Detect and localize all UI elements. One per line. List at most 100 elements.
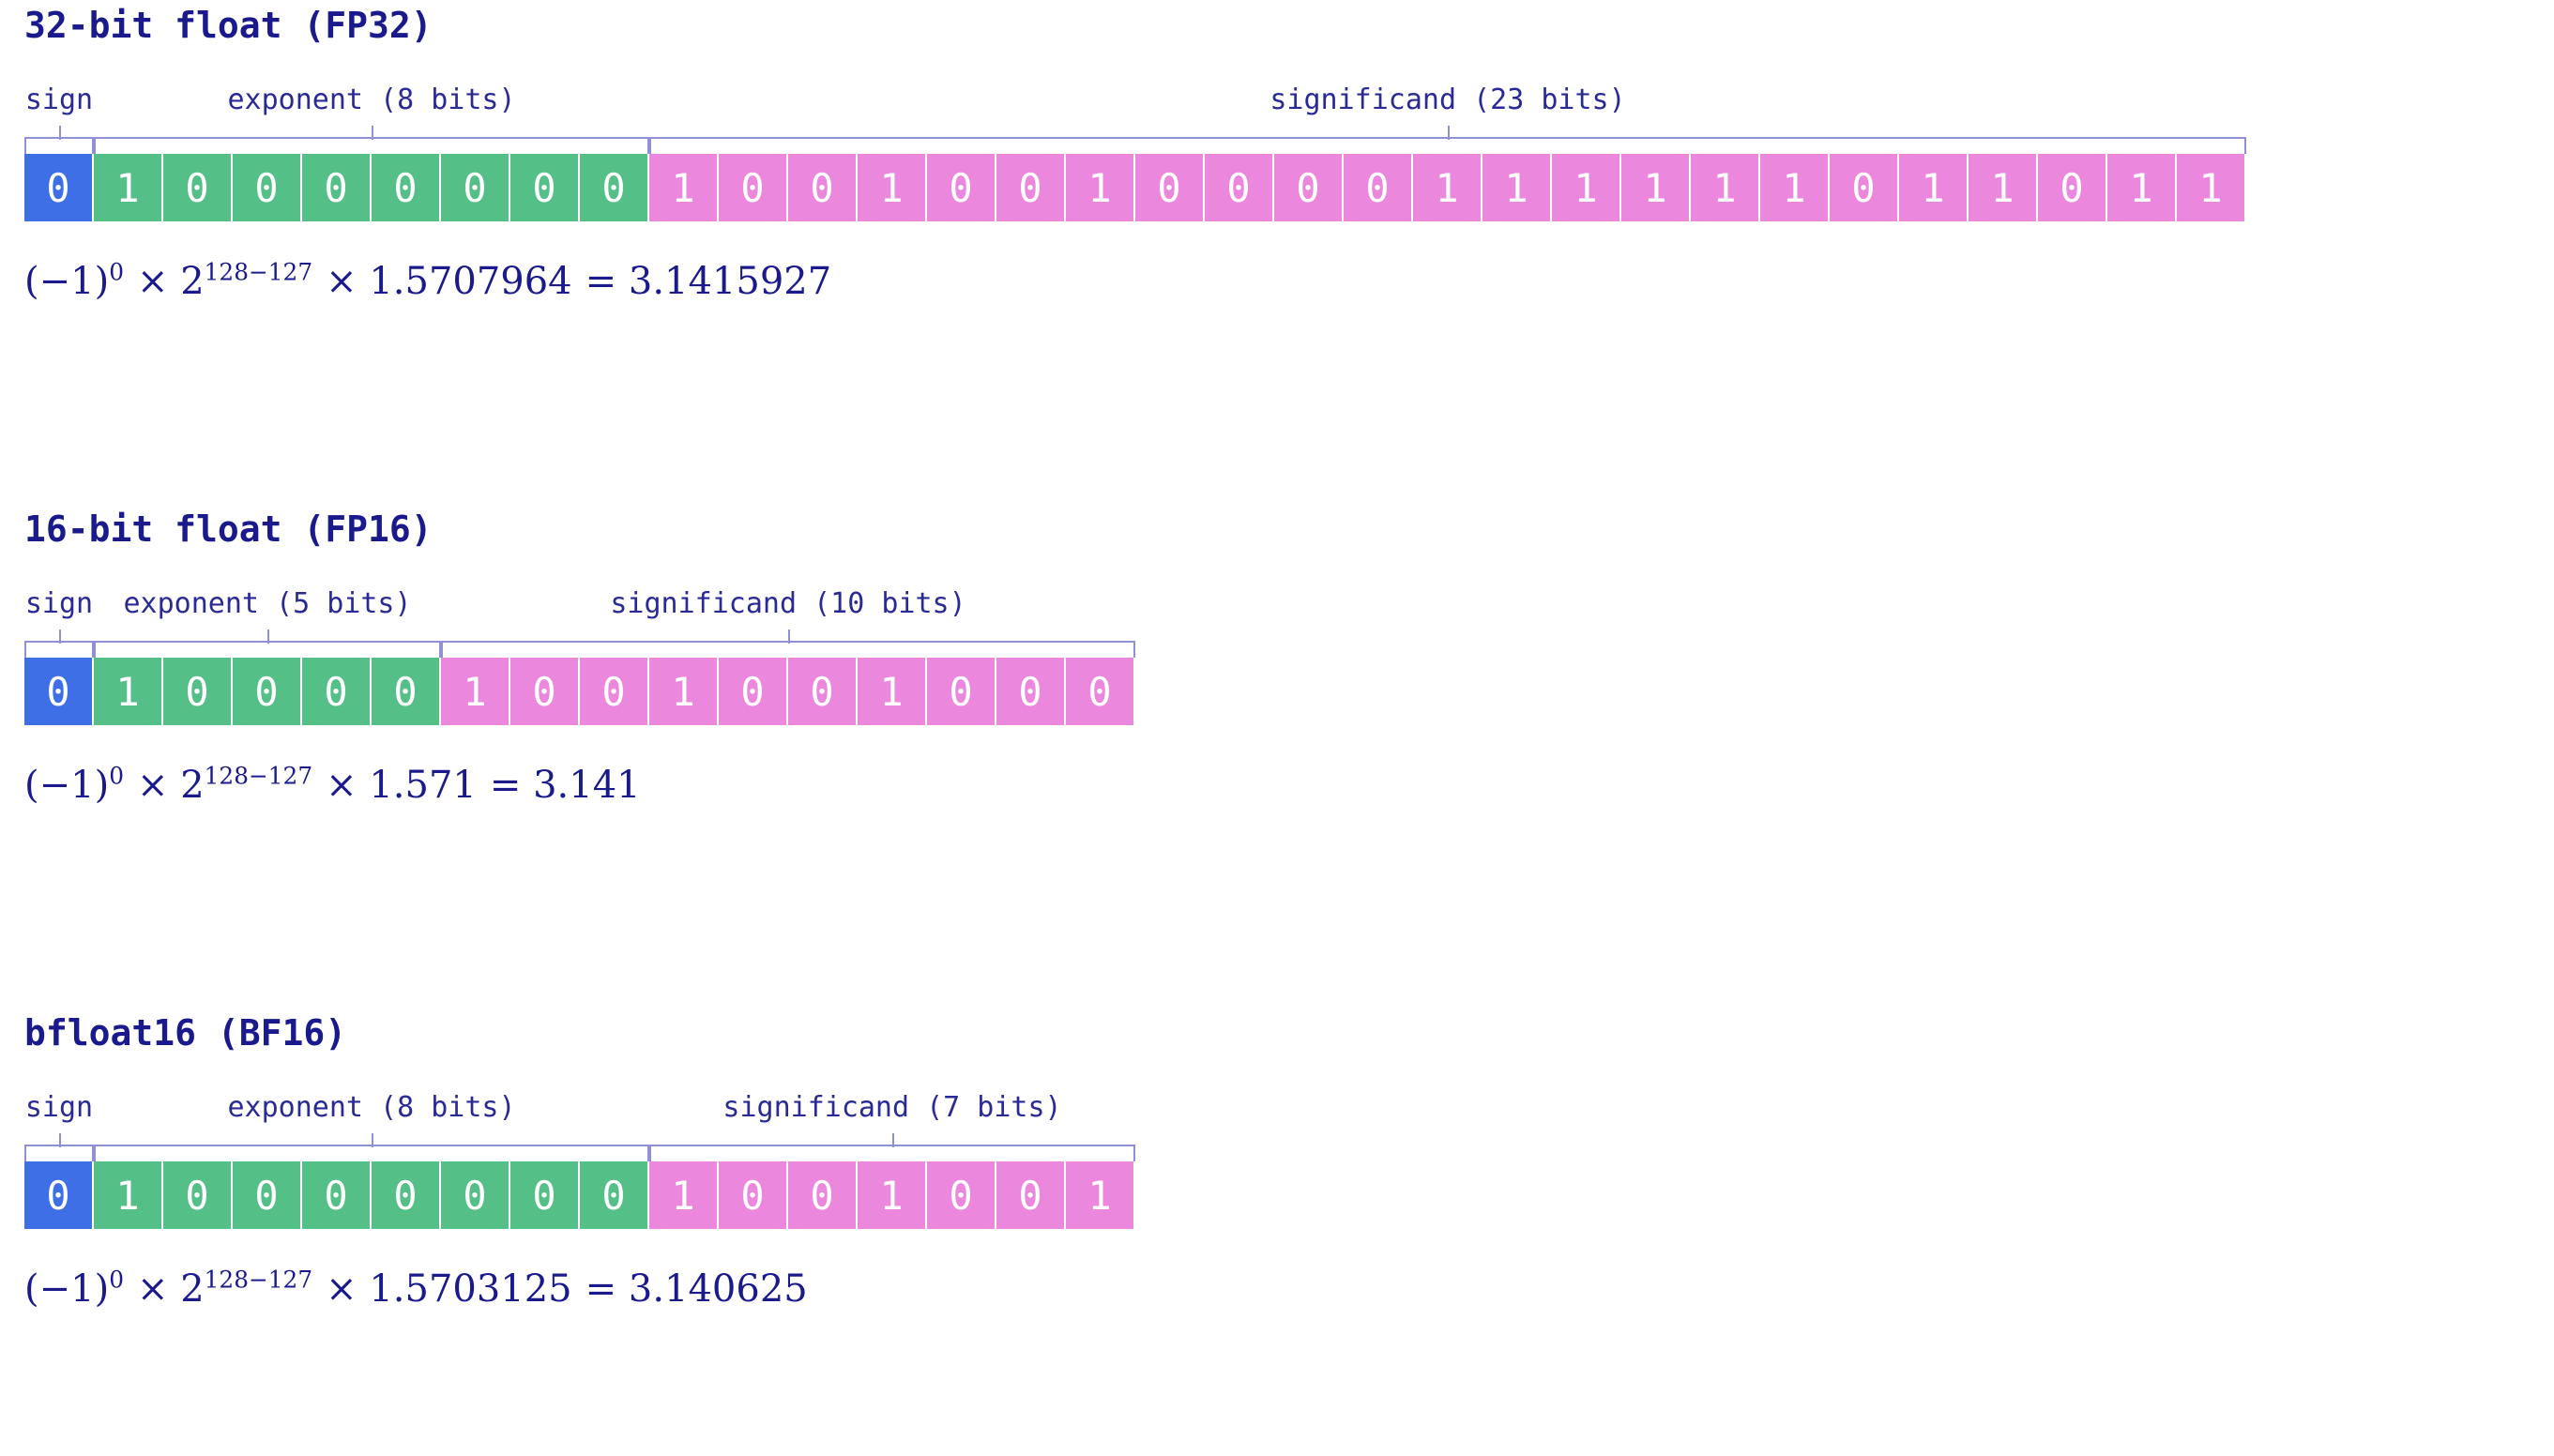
bit-cell-significand: 1 xyxy=(1413,154,1482,221)
label-significand-fp32: significand (23 bits) xyxy=(1269,83,1626,116)
bit-cell-exponent: 0 xyxy=(510,154,580,221)
label-sign-bf16: sign xyxy=(24,1091,94,1124)
brace-sign-fp16 xyxy=(24,629,94,658)
section-fp16: 16-bit float (FP16) sign exponent (5 bit… xyxy=(24,511,1135,804)
bit-cell-significand: 1 xyxy=(1899,154,1969,221)
bit-cell-significand: 1 xyxy=(1066,154,1135,221)
bit-cell-significand: 0 xyxy=(719,1161,788,1229)
braces-bf16 xyxy=(24,1133,1135,1161)
formula-fp32: (−1)0× 2128−127× 1.5707964= 3.1415927 xyxy=(24,258,832,303)
bit-cell-significand: 0 xyxy=(1344,154,1413,221)
bit-cell-significand: 1 xyxy=(858,154,927,221)
bit-cell-significand: 1 xyxy=(1621,154,1691,221)
brace-tick-icon xyxy=(59,1133,61,1147)
section-bf16: bfloat16 (BF16) sign exponent (8 bits) s… xyxy=(24,1015,1135,1308)
bit-cell-significand: 0 xyxy=(719,154,788,221)
formula-bf16: (−1)0× 2128−127× 1.5703125= 3.140625 xyxy=(24,1266,808,1311)
section-title-fp32: 32-bit float (FP32) xyxy=(24,5,433,46)
brace-significand-fp16 xyxy=(441,629,1135,658)
bit-cell-significand: 1 xyxy=(2107,154,2177,221)
bit-cell-significand: 1 xyxy=(1969,154,2038,221)
bit-cell-significand: 0 xyxy=(1066,658,1135,725)
section-title-bf16: bfloat16 (BF16) xyxy=(24,1012,347,1054)
bit-cell-sign: 0 xyxy=(24,658,94,725)
bit-cell-exponent: 0 xyxy=(163,154,233,221)
field-labels-bf16: sign exponent (8 bits) significand (7 bi… xyxy=(24,1094,1135,1137)
bit-cell-significand: 0 xyxy=(1135,154,1205,221)
bit-cell-exponent: 0 xyxy=(580,154,649,221)
bit-cell-exponent: 0 xyxy=(163,1161,233,1229)
label-exponent-fp32: exponent (8 bits) xyxy=(227,83,516,116)
bit-cell-exponent: 0 xyxy=(372,658,441,725)
bit-cell-significand: 0 xyxy=(927,154,996,221)
brace-tick-icon xyxy=(59,126,61,140)
formula-fp16: (−1)0× 2128−127× 1.571= 3.141 xyxy=(24,762,641,807)
bit-cell-significand: 0 xyxy=(788,658,858,725)
bit-cell-significand: 0 xyxy=(2038,154,2107,221)
brace-exponent-fp32 xyxy=(94,126,649,154)
brace-tick-icon xyxy=(788,629,790,644)
bit-cell-significand: 0 xyxy=(788,1161,858,1229)
braces-fp32 xyxy=(24,126,2246,154)
bit-cell-exponent: 0 xyxy=(372,1161,441,1229)
bit-cell-significand: 0 xyxy=(1274,154,1344,221)
brace-tick-icon xyxy=(59,629,61,644)
bit-cell-exponent: 0 xyxy=(233,154,302,221)
brace-sign-bf16 xyxy=(24,1133,94,1161)
bit-cell-exponent: 0 xyxy=(233,658,302,725)
bit-cell-exponent: 0 xyxy=(302,154,372,221)
bit-cell-significand: 0 xyxy=(510,658,580,725)
label-significand-bf16: significand (7 bits) xyxy=(722,1091,1062,1124)
bit-cell-sign: 0 xyxy=(24,1161,94,1229)
bit-cell-exponent: 1 xyxy=(94,154,163,221)
label-sign-fp16: sign xyxy=(24,587,94,620)
bit-cell-significand: 1 xyxy=(1760,154,1830,221)
bit-cell-significand: 1 xyxy=(858,658,927,725)
bit-cell-significand: 0 xyxy=(1205,154,1274,221)
brace-significand-fp32 xyxy=(649,126,2246,154)
bit-cell-exponent: 0 xyxy=(372,154,441,221)
bit-cell-significand: 0 xyxy=(996,154,1066,221)
bit-cell-sign: 0 xyxy=(24,154,94,221)
brace-tick-icon xyxy=(372,1133,373,1147)
label-exponent-bf16: exponent (8 bits) xyxy=(227,1091,516,1124)
bit-cell-exponent: 0 xyxy=(163,658,233,725)
braces-fp16 xyxy=(24,629,1135,658)
section-fp32: 32-bit float (FP32) sign exponent (8 bit… xyxy=(24,8,2246,300)
bit-cell-exponent: 0 xyxy=(580,1161,649,1229)
bit-cell-exponent: 0 xyxy=(441,154,510,221)
bit-cell-exponent: 1 xyxy=(94,658,163,725)
bit-cell-exponent: 0 xyxy=(302,658,372,725)
bit-cell-significand: 1 xyxy=(1066,1161,1135,1229)
field-labels-fp32: sign exponent (8 bits) significand (23 b… xyxy=(24,86,2246,129)
bit-cell-exponent: 1 xyxy=(94,1161,163,1229)
brace-exponent-fp16 xyxy=(94,629,441,658)
bit-cell-significand: 1 xyxy=(858,1161,927,1229)
bit-cell-significand: 0 xyxy=(927,658,996,725)
bit-cell-significand: 1 xyxy=(649,1161,719,1229)
bit-cell-exponent: 0 xyxy=(302,1161,372,1229)
brace-exponent-bf16 xyxy=(94,1133,649,1161)
brace-tick-icon xyxy=(1448,126,1450,140)
bit-cell-significand: 0 xyxy=(1830,154,1899,221)
section-title-fp16: 16-bit float (FP16) xyxy=(24,508,433,550)
bit-cell-significand: 1 xyxy=(1552,154,1621,221)
field-labels-fp16: sign exponent (5 bits) significand (10 b… xyxy=(24,590,1135,633)
bit-cell-exponent: 0 xyxy=(441,1161,510,1229)
bit-cell-significand: 0 xyxy=(996,658,1066,725)
bit-cell-exponent: 0 xyxy=(233,1161,302,1229)
bit-cell-significand: 0 xyxy=(719,658,788,725)
brace-sign-fp32 xyxy=(24,126,94,154)
bit-cell-significand: 1 xyxy=(1691,154,1760,221)
bit-cell-significand: 0 xyxy=(927,1161,996,1229)
bit-cell-significand: 1 xyxy=(1482,154,1552,221)
brace-tick-icon xyxy=(892,1133,894,1147)
bit-cell-significand: 1 xyxy=(649,658,719,725)
brace-tick-icon xyxy=(372,126,373,140)
bit-cell-exponent: 0 xyxy=(510,1161,580,1229)
bit-cell-significand: 0 xyxy=(788,154,858,221)
label-exponent-fp16: exponent (5 bits) xyxy=(123,587,412,620)
